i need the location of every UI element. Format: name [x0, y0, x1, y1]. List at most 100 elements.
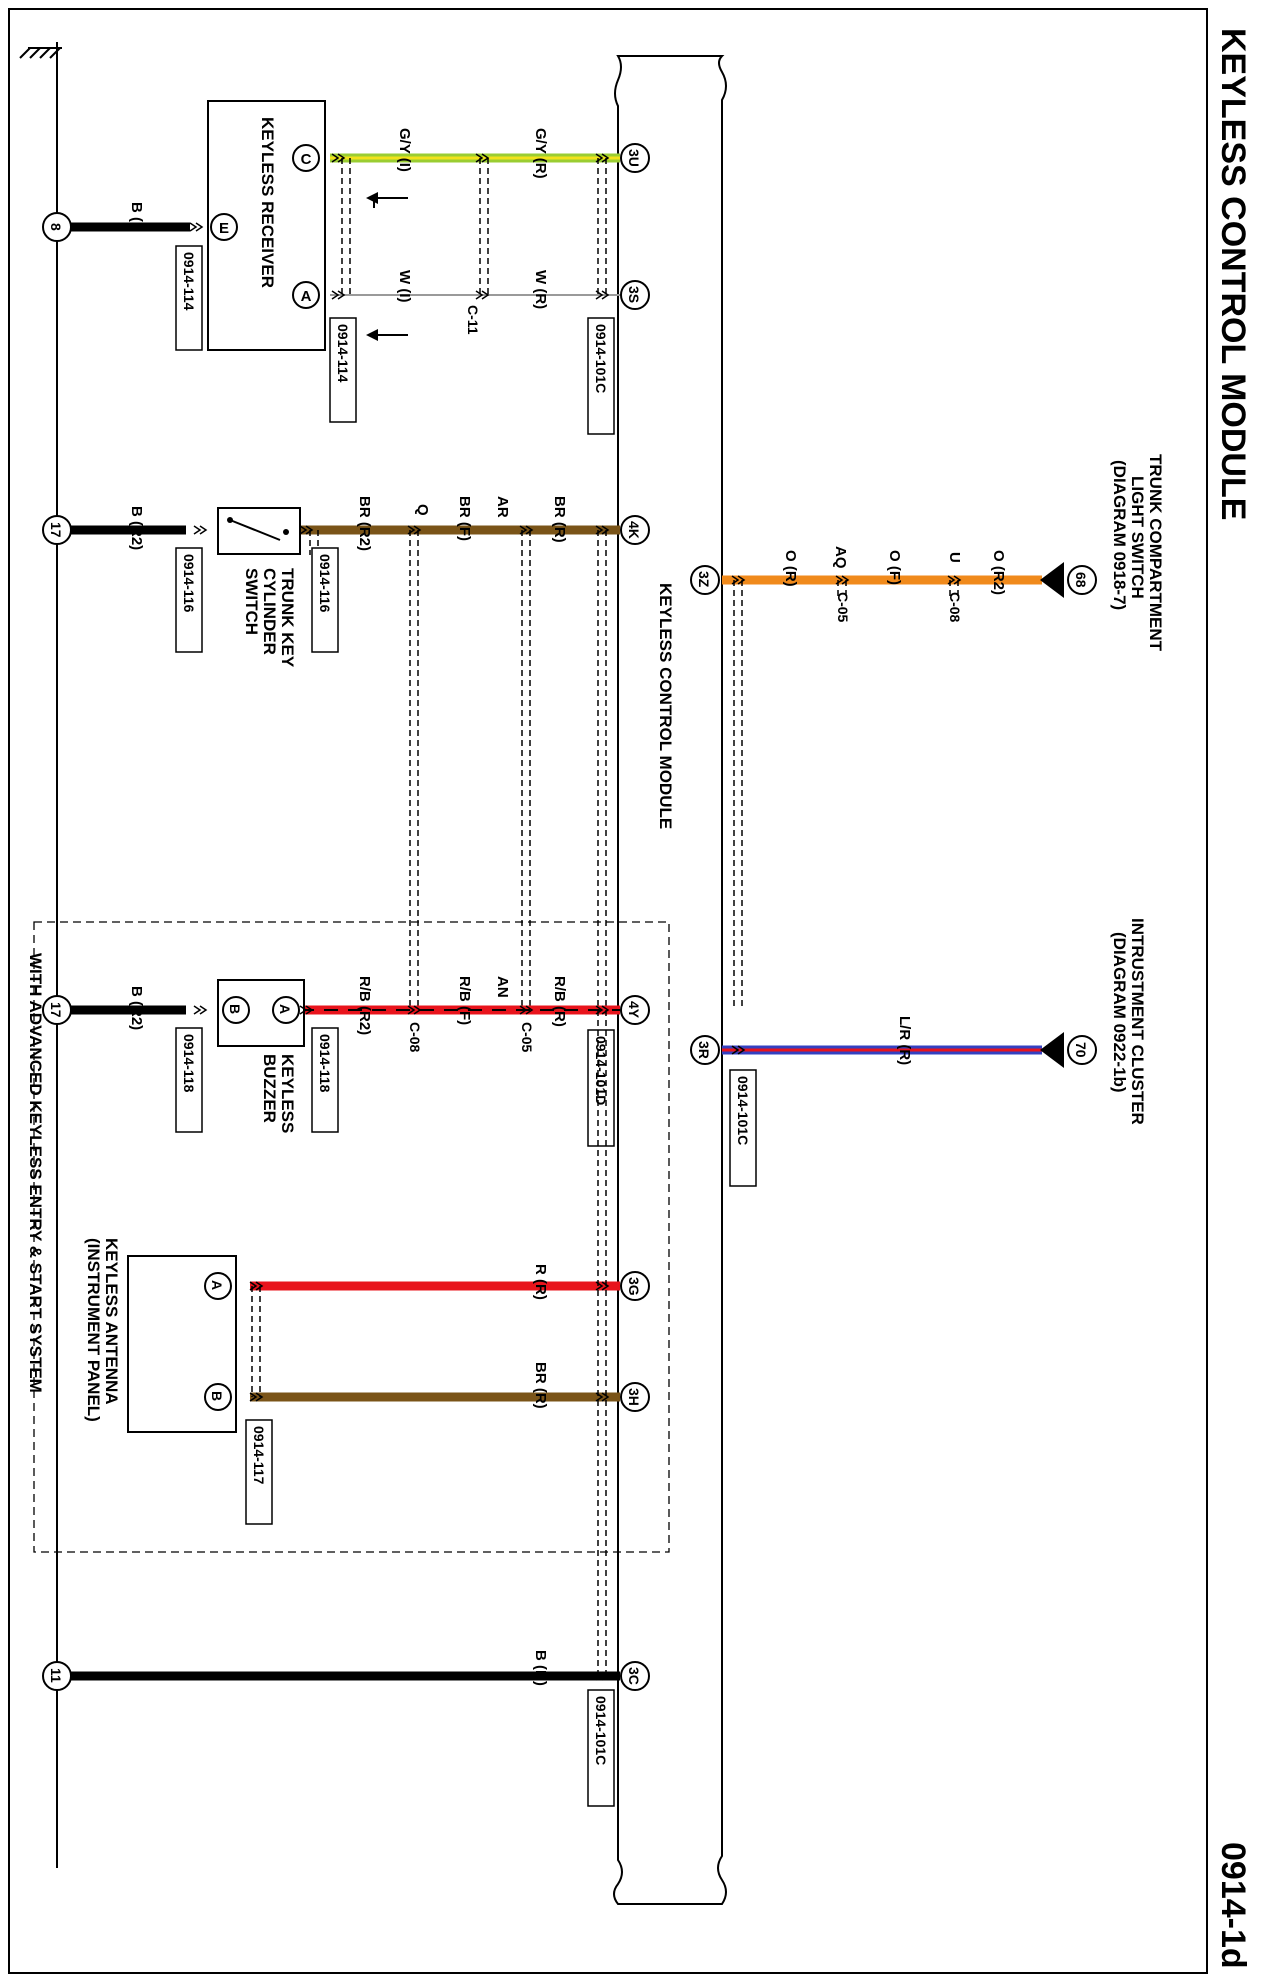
- svg-text:8: 8: [48, 223, 64, 231]
- connector-tag-0914-116: 0914-116: [175, 547, 203, 653]
- option-box-label: WITH ADVANCED KEYLESS ENTRY & START SYST…: [26, 953, 45, 1393]
- page-number: 0914-1d: [1214, 1842, 1252, 1969]
- trunk-switch-label-2: CYLINDER: [260, 568, 279, 655]
- wire-label-gy-i: G/Y (I): [396, 128, 413, 172]
- svg-text:A: A: [301, 288, 312, 305]
- receiver-pin-c: C: [292, 144, 320, 172]
- keyless-receiver-section: KEYLESS RECEIVER: [42, 100, 650, 435]
- antenna-label-1: KEYLESS ANTENNA: [102, 1238, 121, 1405]
- module-pin-4k: 4K: [620, 515, 650, 545]
- wire-label-c11: C-11: [465, 305, 481, 335]
- wire-label-c05: C-05: [835, 592, 851, 623]
- trunk-light-label-1: TRUNK COMPARTMENT: [1146, 454, 1165, 652]
- arrow-icon: [366, 192, 408, 208]
- svg-text:3S: 3S: [626, 286, 642, 303]
- svg-text:C: C: [301, 151, 312, 168]
- wire-label-b-r2: B (R2): [128, 506, 145, 550]
- antenna-pin-b: B: [204, 1383, 232, 1411]
- wire-label-rb-r2: R/B (R2): [356, 976, 373, 1035]
- instrument-cluster-section: L/R (R) 0914-101C 3R 70 INTRUSTMENT CLUS…: [690, 918, 1147, 1187]
- module-pin-4y: 4Y: [620, 995, 650, 1025]
- svg-text:3U: 3U: [626, 149, 642, 167]
- buzzer-label-2: BUZZER: [260, 1054, 279, 1123]
- trunk-switch-label-3: SWITCH: [242, 568, 261, 635]
- wire-label-b-r: B (R): [532, 1650, 549, 1686]
- svg-text:17: 17: [48, 522, 64, 538]
- ground-node-17a: 17: [42, 515, 72, 545]
- buzzer-label-1: KEYLESS: [278, 1054, 297, 1133]
- svg-text:3G: 3G: [626, 1277, 642, 1296]
- svg-text:3C: 3C: [626, 1667, 642, 1685]
- trunk-light-section: O (R2) U C-08 O (F) AQ C-05 O (R) 3Z 68 …: [690, 454, 1165, 1010]
- svg-text:3H: 3H: [626, 1388, 642, 1406]
- switch-icon: [217, 507, 301, 555]
- svg-text:E: E: [219, 220, 229, 237]
- destination-node-68: 68: [1067, 565, 1097, 595]
- connector-tag-0914-114: 0914-114: [175, 245, 203, 351]
- svg-text:0914-101C: 0914-101C: [735, 1076, 751, 1145]
- wire-label-u: U: [946, 552, 963, 563]
- wire-label-an: AN: [494, 976, 511, 998]
- connector-tag-0914-118: 0914-118: [175, 1027, 203, 1133]
- ground-node-8: 8: [42, 212, 72, 242]
- wire-label-o-r: O (R): [782, 550, 799, 587]
- keyless-control-module: KEYLESS CONTROL MODULE: [613, 55, 727, 1905]
- module-pin-3r: 3R: [690, 1035, 720, 1065]
- svg-text:11: 11: [48, 1668, 64, 1683]
- wire-label-rb-r: R/B (R): [551, 976, 568, 1027]
- keyless-receiver-label: KEYLESS RECEIVER: [258, 117, 277, 288]
- module-pin-3g: 3G: [620, 1271, 650, 1301]
- wire-label-q: Q: [414, 504, 431, 516]
- trunk-key-switch-section: TRUNK KEY CYLINDER SWITCH BR (R) AR BR: [42, 496, 650, 1010]
- wire-label-aq: AQ: [832, 546, 849, 569]
- module-pin-3c: 3C: [620, 1661, 650, 1691]
- svg-text:0914-118: 0914-118: [317, 1034, 333, 1093]
- option-box-advanced-keyless: WITH ADVANCED KEYLESS ENTRY & START SYST…: [26, 921, 670, 1553]
- receiver-pin-e: E: [210, 213, 238, 241]
- connector-tag-0914-116: 0914-116: [311, 547, 339, 653]
- svg-text:0914-116: 0914-116: [317, 554, 333, 613]
- wire-label-rb-f: R/B (F): [456, 976, 473, 1025]
- ground-node-11: 11: [42, 1661, 72, 1691]
- wire-label-c05-b: C-05: [519, 1022, 535, 1053]
- connector-tag-0914-101c: 0914-101C: [587, 317, 615, 435]
- ground-3c-section: B (R) 0914-101C 3C 11: [42, 1650, 650, 1807]
- trunk-switch-label-1: TRUNK KEY: [278, 568, 297, 668]
- module-label: KEYLESS CONTROL MODULE: [656, 583, 675, 829]
- keyless-buzzer-section: A B KEYLESS BUZZER R/B (R) AN C-05 R/B (…: [42, 976, 650, 1147]
- svg-text:0914-114: 0914-114: [181, 252, 197, 311]
- wire-label-b-r2-b: B (R2): [128, 986, 145, 1030]
- wire-label-br-f: BR (F): [456, 496, 473, 541]
- wire-label-lr-r: L/R (R): [896, 1016, 913, 1065]
- ground-symbol-icon: [19, 47, 62, 59]
- connector-tag-0914-118: 0914-118: [311, 1027, 339, 1133]
- connector-tag-0914-114: 0914-114: [329, 317, 357, 423]
- wire-label-br-r: BR (R): [551, 496, 568, 543]
- wire-label-br-r-b: BR (R): [532, 1362, 549, 1409]
- svg-text:0914-118: 0914-118: [181, 1034, 197, 1093]
- svg-text:0914-101C: 0914-101C: [593, 324, 609, 393]
- arrow-icon: [366, 329, 408, 341]
- wire-label-ar: AR: [494, 496, 511, 518]
- wire-label-o-f: O (F): [886, 550, 903, 585]
- wire-label-b-i: B (I): [128, 202, 145, 231]
- buzzer-pin-a: A: [272, 996, 300, 1024]
- module-pin-3u: 3U: [620, 143, 650, 173]
- svg-text:17: 17: [48, 1002, 64, 1018]
- svg-text:0914-116: 0914-116: [181, 554, 197, 613]
- wire-label-c08: C-08: [947, 592, 963, 623]
- svg-text:0914-117: 0914-117: [251, 1426, 267, 1485]
- antenna-label-2: (INSTRUMENT PANEL): [84, 1238, 103, 1422]
- svg-text:3R: 3R: [696, 1041, 712, 1059]
- svg-text:B: B: [227, 1004, 243, 1014]
- wire-label-c08-b: C-08: [407, 1022, 423, 1053]
- wire-label-o-r2: O (R2): [990, 550, 1007, 595]
- wire-label-br-r2: BR (R2): [356, 496, 373, 551]
- instrument-cluster-label-2: (DIAGRAM 0922-1b): [1110, 932, 1129, 1093]
- svg-text:4K: 4K: [626, 521, 642, 539]
- instrument-cluster-label-1: INTRUSTMENT CLUSTER: [1128, 918, 1147, 1125]
- svg-text:A: A: [277, 1004, 293, 1014]
- receiver-pin-a: A: [292, 281, 320, 309]
- page-title: KEYLESS CONTROL MODULE: [1214, 28, 1252, 520]
- page-frame: [8, 8, 1208, 1974]
